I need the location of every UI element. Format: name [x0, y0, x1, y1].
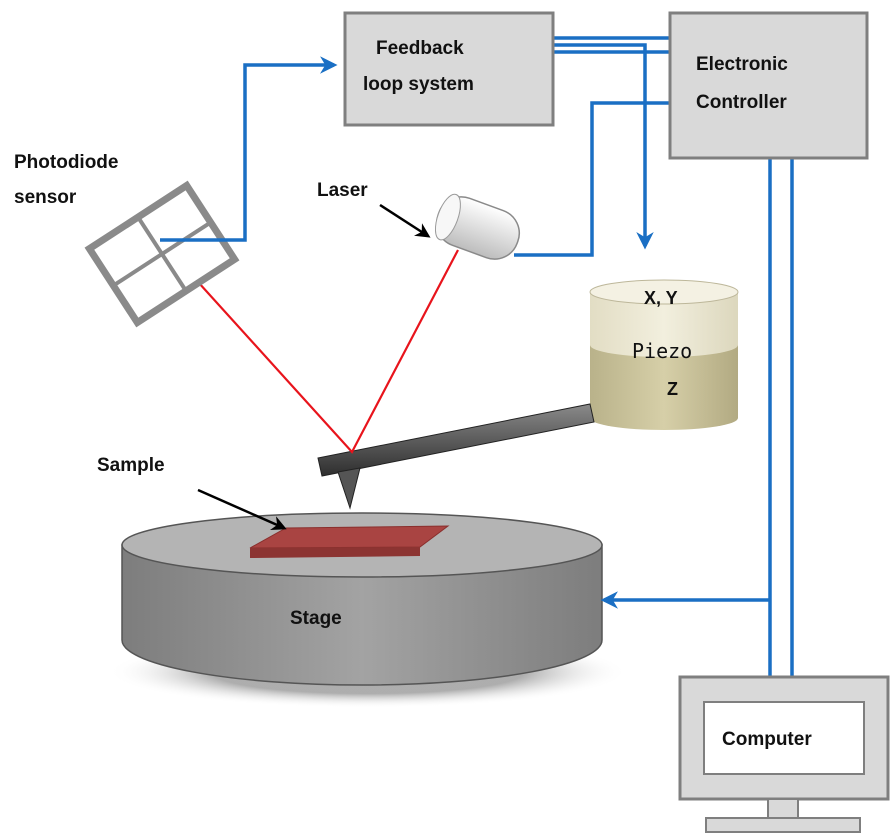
laser-face: [434, 193, 461, 241]
piezo-scanner: [589, 279, 739, 430]
controller-label-line2: Controller: [696, 92, 787, 113]
electronic-controller-box: Electronic Controller: [668, 11, 869, 160]
laser-beam: [159, 239, 459, 454]
feedback-label-line2: loop system: [363, 74, 474, 95]
signal-lines: [160, 36, 794, 677]
piezo-z-label: Z: [667, 379, 678, 399]
feedback-label-line1: Feedback: [376, 38, 464, 59]
feedback-loop-box: Feedback loop system: [343, 11, 555, 127]
photodiode-label-line2: sensor: [14, 187, 77, 208]
computer-label: Computer: [722, 729, 812, 750]
stage-side: [121, 544, 603, 686]
piezo-top-band: [590, 292, 738, 357]
photodiode-sensor: [84, 180, 240, 328]
electronic-controller-rect: [668, 11, 869, 160]
sample-label: Sample: [97, 455, 165, 476]
stage-label: Stage: [290, 608, 342, 629]
photodiode-label-line1: Photodiode: [14, 152, 118, 173]
computer-base: [705, 817, 861, 833]
sample: [249, 525, 450, 558]
photodiode-to-feedback-line: [160, 56, 338, 242]
sample-pointer-arrow: [197, 488, 287, 531]
controller-to-laser-line: [514, 101, 670, 257]
sample-front: [250, 547, 420, 558]
laser-source: [434, 193, 521, 260]
piezo-cap: [589, 279, 739, 305]
sample-top: [249, 525, 450, 549]
computer-neck: [767, 798, 799, 821]
laser-pointer-arrow: [379, 203, 431, 238]
computer: Computer: [678, 675, 890, 833]
feedback-loop-rect: [343, 11, 555, 127]
piezo-xy-label: X, Y: [644, 288, 678, 308]
controller-label-line1: Electronic: [696, 54, 788, 75]
cantilever-tip: [337, 467, 361, 510]
cantilever-beam: [317, 403, 595, 477]
piezo-label: Piezo: [632, 339, 692, 363]
computer-screen: [703, 701, 865, 775]
photodiode-divider-h: [112, 220, 212, 288]
feedback-to-piezo-line: [553, 43, 654, 250]
cantilever: [317, 403, 595, 510]
laser-label: Laser: [317, 180, 368, 201]
